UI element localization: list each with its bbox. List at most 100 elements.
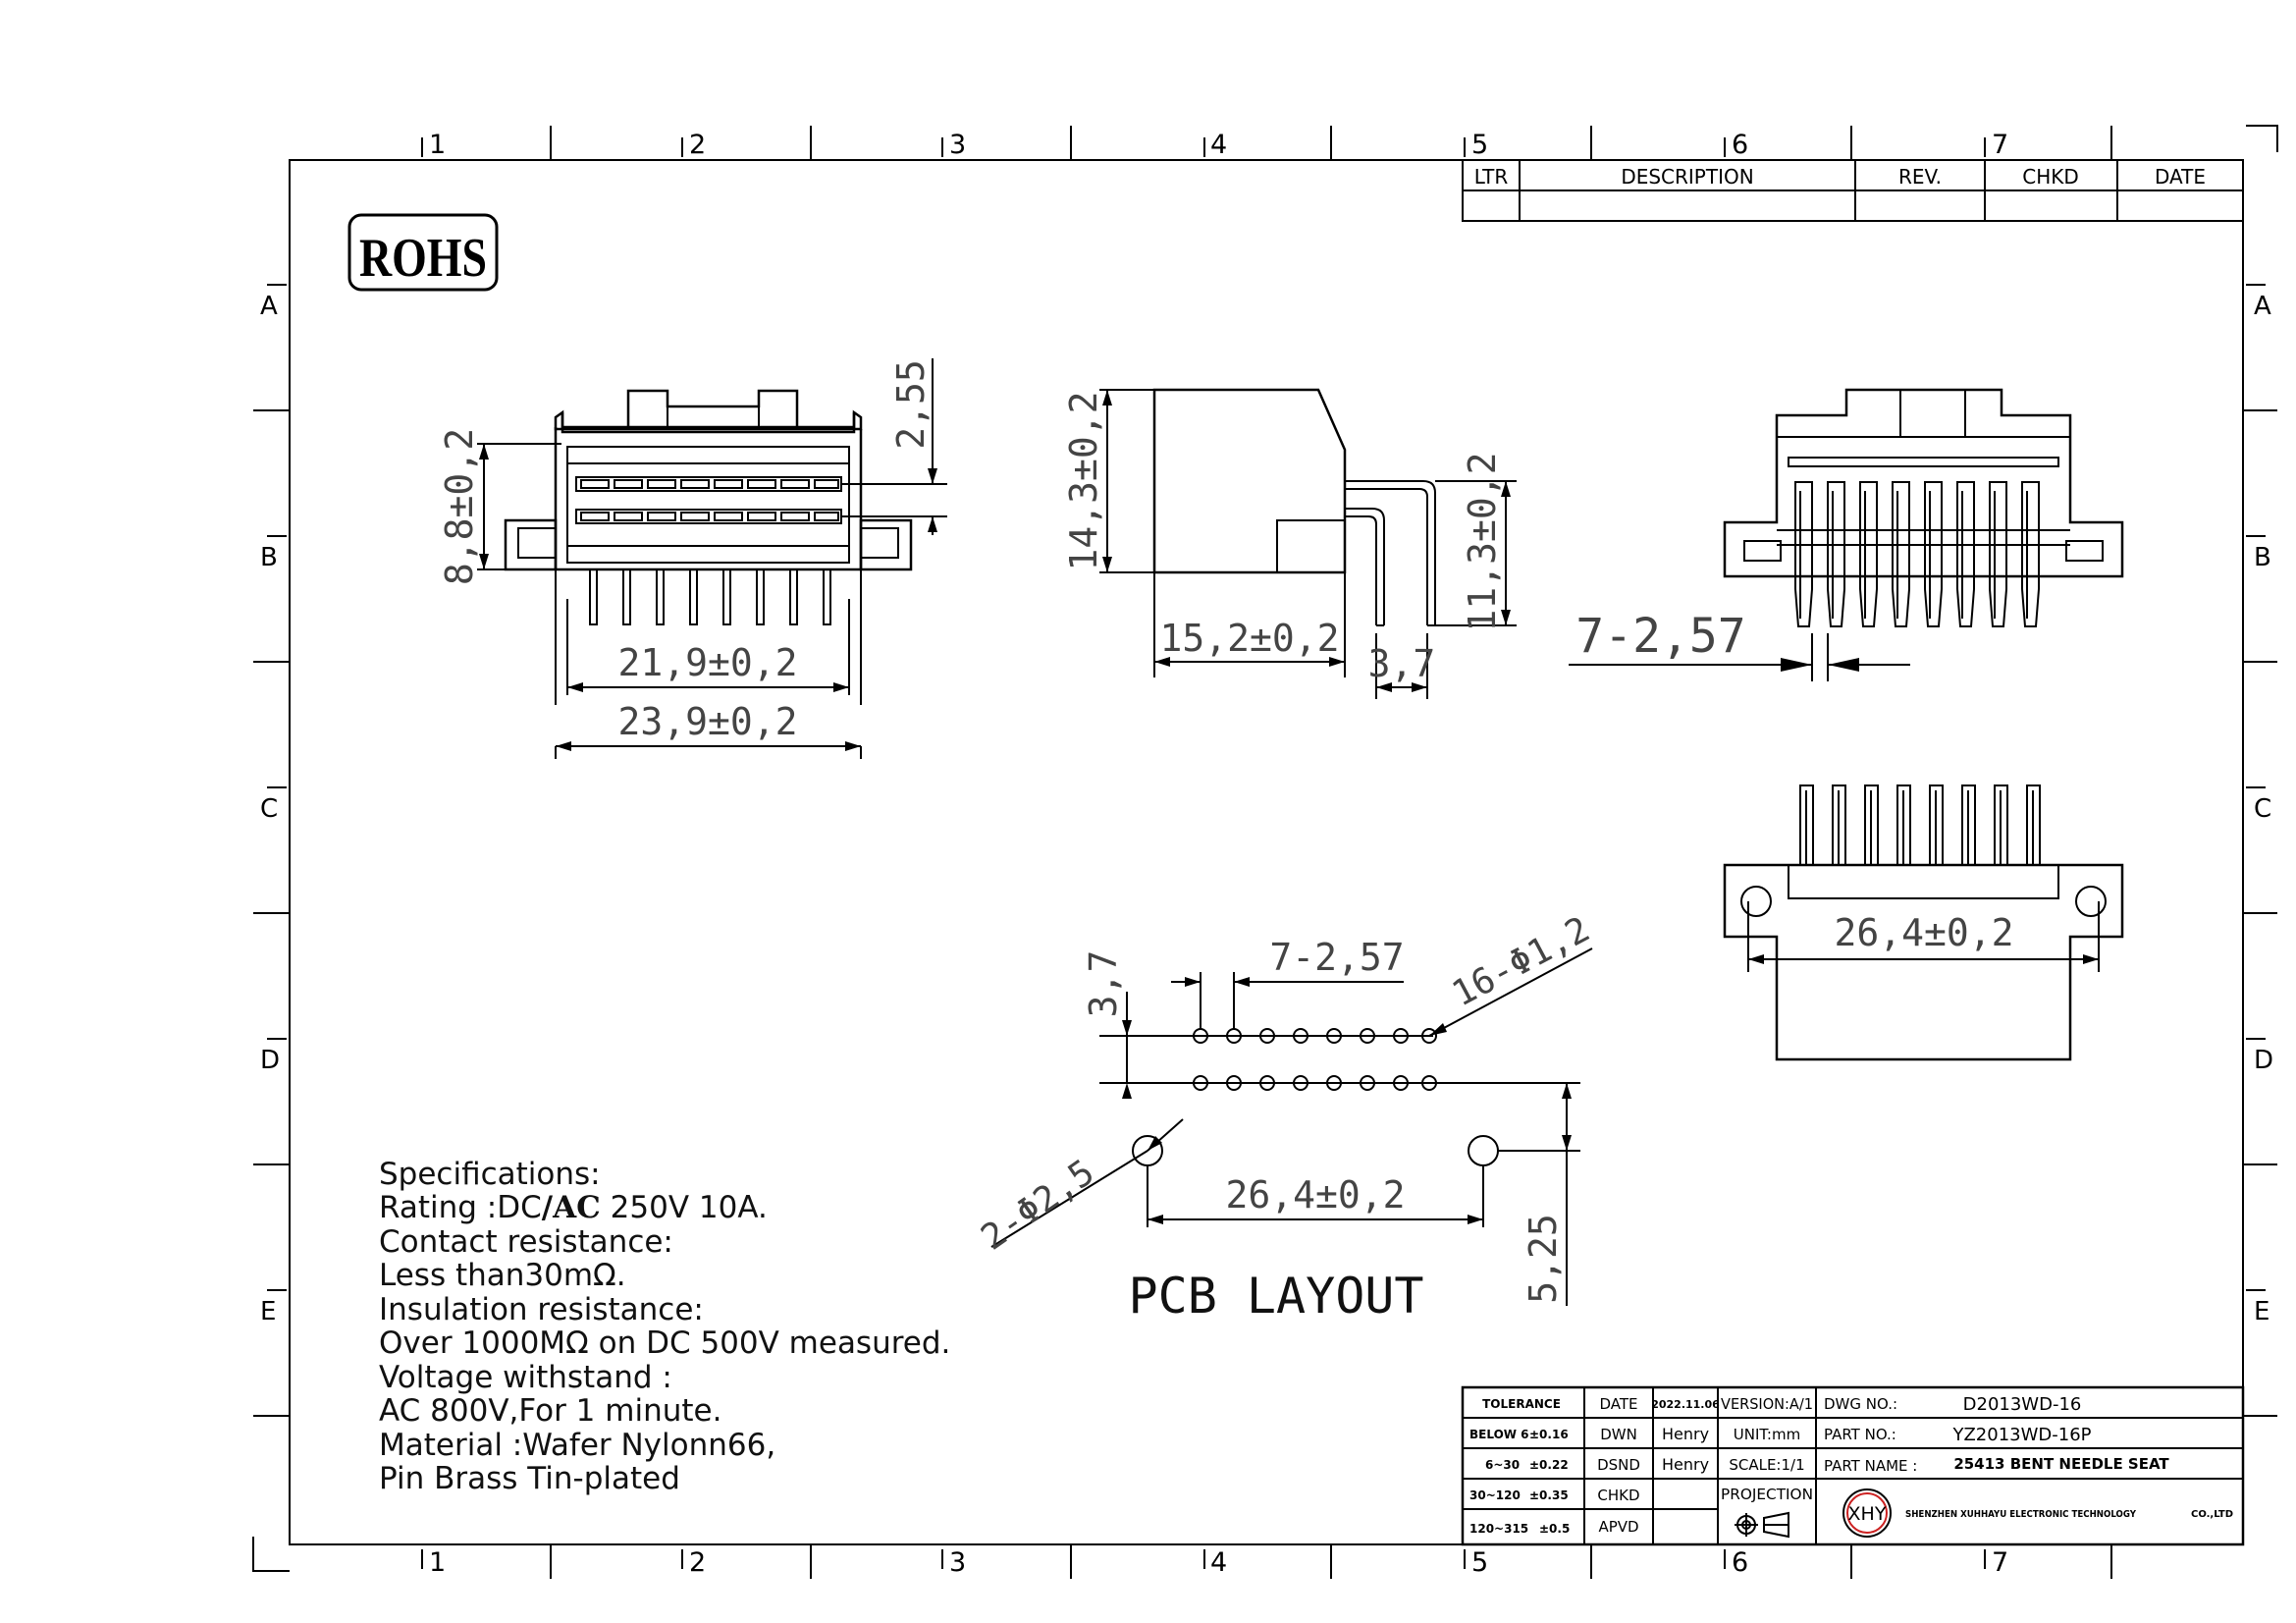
rev-header-rev: REV. bbox=[1898, 165, 1942, 189]
projection-label: PROJECTION bbox=[1721, 1486, 1813, 1503]
title-block: TOLERANCE BELOW 6 ±0.16 6~30 ±0.22 30~12… bbox=[1461, 1385, 2245, 1546]
front-view: 8,8±0,2 2,55 21,9±0,2 23,9±0,2 bbox=[438, 358, 947, 759]
tolerance-value-3: ±0.35 bbox=[1529, 1488, 1569, 1502]
col-label-bottom-7: 7 bbox=[1992, 1547, 2008, 1578]
drawing-frame bbox=[252, 125, 2278, 1572]
third-angle-projection-icon bbox=[1735, 1511, 1789, 1539]
col-label-bottom-6: 6 bbox=[1732, 1547, 1748, 1578]
part-no-label: PART NO.: bbox=[1824, 1426, 1896, 1443]
logo-text: XHY bbox=[1848, 1503, 1887, 1525]
col-label-top-2: 2 bbox=[689, 130, 706, 160]
unit-label: UNIT:mm bbox=[1734, 1426, 1800, 1443]
version-label: VERSION:A/1 bbox=[1721, 1395, 1813, 1413]
spec-line-6: Voltage withstand : bbox=[379, 1360, 672, 1395]
dsnd-label: DSND bbox=[1597, 1456, 1640, 1474]
date-value: 2022.11.06 bbox=[1651, 1398, 1720, 1411]
tolerance-range-4: 120~315 bbox=[1469, 1522, 1528, 1536]
pcb-layout: 3,7 7-2,57 16-Φ1,2 2-Φ2,5 26,4±0,2 5,25 … bbox=[974, 909, 1596, 1325]
chkd-label: CHKD bbox=[1597, 1487, 1639, 1504]
row-label-right-E: E bbox=[2254, 1297, 2269, 1326]
part-no-value: YZ2013WD-16P bbox=[1951, 1425, 2091, 1445]
bottom-view: 26,4±0,2 bbox=[1723, 784, 2124, 1061]
contact-row-lower bbox=[575, 509, 842, 524]
spec-rating-prefix: Rating :DC bbox=[379, 1190, 542, 1225]
side-depth-dim: 15,2±0,2 bbox=[1159, 617, 1339, 660]
dwg-no-value: D2013WD-16 bbox=[1963, 1394, 2082, 1415]
top-view-pins bbox=[1794, 481, 2040, 627]
tolerance-value-4: ±0.5 bbox=[1539, 1522, 1570, 1536]
rev-header-chkd: CHKD bbox=[2022, 165, 2079, 189]
col-label-bottom-4: 4 bbox=[1210, 1547, 1227, 1578]
scale-label: SCALE:1/1 bbox=[1729, 1456, 1804, 1474]
apvd-label: APVD bbox=[1598, 1518, 1638, 1536]
revision-block: LTR DESCRIPTION REV. CHKD DATE bbox=[1462, 159, 2244, 222]
row-label-left-B: B bbox=[260, 543, 278, 572]
spec-line-3: Less than30mΩ. bbox=[379, 1258, 626, 1293]
col-label-top-4: 4 bbox=[1210, 130, 1227, 160]
row-label-right-C: C bbox=[2254, 794, 2271, 824]
spec-rating-line: Rating :DC/AC 250V 10A. bbox=[379, 1190, 768, 1225]
rev-header-date: DATE bbox=[2155, 165, 2206, 189]
col-label-bottom-1: 1 bbox=[429, 1547, 446, 1578]
row-label-right-B: B bbox=[2254, 543, 2271, 572]
date-label: DATE bbox=[1599, 1395, 1637, 1413]
dwg-no-label: DWG NO.: bbox=[1824, 1395, 1897, 1413]
side-height-dim: 14,3±0,2 bbox=[1062, 391, 1105, 570]
side-pin-offset-dim: 3,7 bbox=[1368, 642, 1436, 685]
part-name-value: 25413 BENT NEEDLE SEAT bbox=[1953, 1455, 2169, 1473]
spec-line-1: Specifications: bbox=[379, 1157, 601, 1192]
front-outer-width-dim: 23,9±0,2 bbox=[617, 700, 797, 743]
pcb-mount-hole-dim: 2-Φ2,5 bbox=[974, 1152, 1101, 1258]
dsnd-value: Henry bbox=[1662, 1455, 1709, 1474]
top-view: 7-2,57 bbox=[1569, 388, 2124, 681]
company-suffix: CO.,LTD bbox=[2191, 1509, 2233, 1520]
side-pin-height-dim: 11,3±0,2 bbox=[1461, 452, 1504, 631]
spec-line-2: Contact resistance: bbox=[379, 1224, 673, 1260]
tolerance-range-1: BELOW 6 bbox=[1469, 1428, 1529, 1441]
spec-line-4: Insulation resistance: bbox=[379, 1292, 704, 1327]
rohs-label: ROHS bbox=[359, 228, 487, 289]
tolerance-range-3: 30~120 bbox=[1469, 1488, 1521, 1502]
col-label-top-3: 3 bbox=[949, 130, 966, 160]
col-label-top-6: 6 bbox=[1732, 130, 1748, 160]
xhy-logo: XHY bbox=[1842, 1488, 1892, 1538]
side-view: 14,3±0,2 11,3±0,2 15,2±0,2 3,7 bbox=[1062, 388, 1517, 699]
spec-line-5: Over 1000MΩ on DC 500V measured. bbox=[379, 1325, 950, 1361]
front-view-pins bbox=[589, 568, 831, 625]
column-grid: 1 2 3 4 5 6 7 1 2 3 4 5 6 7 bbox=[421, 126, 2112, 1579]
spec-rating-ac: /AC bbox=[542, 1190, 601, 1225]
company-name: SHENZHEN XUHHAYU ELECTRONIC TECHNOLOGY bbox=[1905, 1509, 2137, 1520]
dwn-value: Henry bbox=[1662, 1425, 1709, 1443]
rohs-badge: ROHS bbox=[347, 213, 499, 292]
tolerance-value-1: ±0.16 bbox=[1529, 1428, 1569, 1441]
spec-rating-suffix: 250V 10A. bbox=[601, 1190, 768, 1225]
spec-line-7: AC 800V,For 1 minute. bbox=[379, 1393, 721, 1429]
col-label-bottom-2: 2 bbox=[689, 1547, 706, 1578]
row-label-left-A: A bbox=[260, 292, 278, 321]
top-pitch-dim: 7-2,57 bbox=[1575, 609, 1745, 664]
pcb-pitch-dim: 7-2,57 bbox=[1269, 936, 1404, 979]
tolerance-value-2: ±0.22 bbox=[1529, 1458, 1569, 1472]
pcb-mount-offset-dim: 5,25 bbox=[1522, 1214, 1565, 1304]
pcb-layout-title: PCB LAYOUT bbox=[1128, 1268, 1423, 1325]
front-pitch-dim: 2,55 bbox=[889, 359, 933, 450]
pcb-mount-spacing-dim: 26,4±0,2 bbox=[1225, 1173, 1405, 1217]
contact-row-upper bbox=[575, 476, 842, 492]
part-name-label: PART NAME : bbox=[1824, 1457, 1917, 1475]
col-label-bottom-3: 3 bbox=[949, 1547, 966, 1578]
front-inner-width-dim: 21,9±0,2 bbox=[617, 641, 797, 684]
row-label-left-C: C bbox=[260, 794, 278, 824]
row-grid: A B C D E A B C D E bbox=[253, 284, 2277, 1417]
row-label-left-E: E bbox=[260, 1297, 276, 1326]
rev-header-ltr: LTR bbox=[1474, 165, 1509, 189]
col-label-bottom-5: 5 bbox=[1471, 1547, 1488, 1578]
col-label-top-7: 7 bbox=[1992, 130, 2008, 160]
col-label-top-5: 5 bbox=[1471, 130, 1488, 160]
row-label-right-A: A bbox=[2254, 292, 2271, 321]
bottom-view-pins bbox=[1799, 784, 2041, 866]
col-label-top-1: 1 bbox=[429, 130, 446, 160]
row-label-left-D: D bbox=[260, 1046, 280, 1075]
spec-line-8: Material :Wafer Nylonn66, bbox=[379, 1428, 775, 1463]
row-label-right-D: D bbox=[2254, 1046, 2273, 1075]
